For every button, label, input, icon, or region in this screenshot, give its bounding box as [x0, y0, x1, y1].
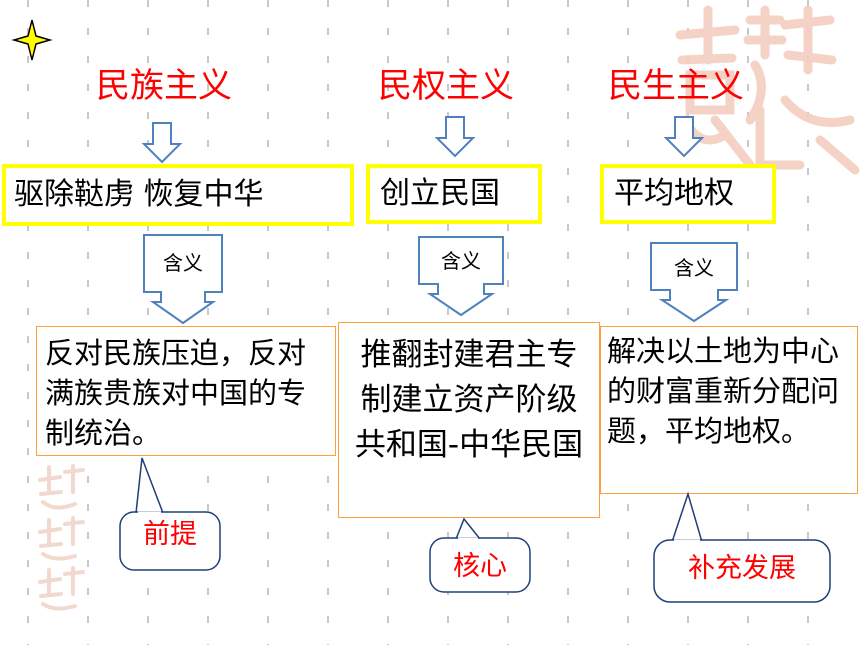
slogan-box: 创立民国	[366, 164, 542, 224]
description-text: 反对民族压迫，反对满族贵族对中国的专制统治。	[45, 336, 307, 450]
seal-watermark	[38, 464, 85, 611]
column-heading: 民生主义	[608, 66, 744, 106]
meaning-callout-arrow	[143, 234, 223, 325]
description-box: 解决以土地为中心的财富重新分配问题，平均地权。	[600, 326, 858, 494]
meaning-label: 含义	[163, 251, 203, 275]
description-text: 解决以土地为中心的财富重新分配问题，平均地权。	[607, 334, 840, 448]
meaning-label: 含义	[441, 249, 481, 273]
role-label: 补充发展	[688, 553, 796, 584]
description-box: 推翻封建君主专制建立资产阶级共和国-中华民国	[338, 322, 600, 518]
role-bubble	[653, 491, 831, 603]
meaning-callout-arrow	[418, 236, 504, 317]
role-label: 核心	[453, 551, 507, 582]
column-heading: 民族主义	[96, 66, 232, 106]
star-icon	[11, 19, 53, 61]
slogan-box: 驱除鞑虏 恢复中华	[2, 164, 354, 226]
slogan-text: 驱除鞑虏 恢复中华	[14, 177, 264, 212]
role-bubble	[429, 517, 531, 593]
slogan-text: 创立民国	[380, 176, 500, 211]
down-arrow-icon	[141, 122, 183, 164]
description-text: 推翻封建君主专制建立资产阶级共和国-中华民国	[354, 337, 584, 463]
meaning-callout-arrow	[650, 242, 738, 323]
description-box: 反对民族压迫，反对满族贵族对中国的专制统治。	[36, 326, 336, 456]
column-heading: 民权主义	[378, 66, 514, 106]
slogan-box: 平均地权	[600, 164, 776, 224]
meaning-label: 含义	[674, 256, 714, 280]
slogan-text: 平均地权	[614, 176, 734, 211]
down-arrow-icon	[663, 116, 705, 158]
role-bubble	[119, 457, 221, 571]
down-arrow-icon	[434, 116, 476, 158]
role-label: 前提	[143, 519, 197, 550]
